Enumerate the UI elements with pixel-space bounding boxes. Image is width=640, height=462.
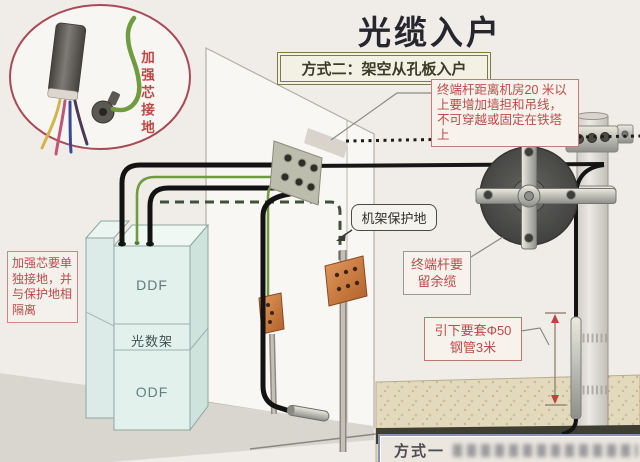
leader-spare-cable bbox=[470, 236, 504, 258]
steel-pipe-graphic bbox=[570, 316, 582, 420]
footer-method-label: 方式一 bbox=[394, 442, 446, 460]
footer-method-box: 方式一 bbox=[378, 434, 640, 462]
indoor-drop-cable bbox=[260, 191, 296, 415]
note-core-grounding: 加强芯要单独接地，并与保护地相隔离 bbox=[7, 251, 78, 323]
fiber-cable-b bbox=[147, 185, 299, 247]
rack-ground-dashed-wire bbox=[160, 200, 342, 260]
leader-rack-ground bbox=[336, 229, 353, 241]
floor-pipe-sleeve bbox=[286, 404, 330, 422]
cable-reel bbox=[475, 142, 617, 250]
fiber-cable-a bbox=[119, 162, 299, 247]
inset-label-core-ground: 加强芯接地 bbox=[139, 50, 154, 138]
inset-circle bbox=[9, 4, 191, 156]
ground-wire-inset bbox=[110, 15, 142, 113]
cabinet-label-ddf: DDF bbox=[136, 277, 168, 293]
hole-plate bbox=[269, 140, 323, 206]
subtitle-text: 方式二：架空从孔板入户 bbox=[280, 55, 488, 82]
core-wires bbox=[40, 98, 89, 156]
pipe-cable-into-trench bbox=[561, 418, 578, 436]
dimension-arrow-3m bbox=[545, 312, 566, 406]
page-title: 光缆入户 bbox=[358, 14, 502, 51]
cable-end-cylinder bbox=[47, 22, 87, 101]
note-steel-pipe: 引下要套Φ50钢管3米 bbox=[424, 317, 522, 361]
leader-steel-pipe bbox=[520, 327, 550, 346]
grounding-clamp bbox=[91, 91, 120, 124]
baseboard-line bbox=[249, 433, 377, 450]
wall-highlight-patch bbox=[304, 128, 348, 158]
ground-wire-green bbox=[135, 175, 292, 242]
grounding-busbar-wall bbox=[324, 250, 368, 452]
label-rack-protective-ground: 机架保护地 bbox=[351, 204, 437, 231]
cabinet-label-optical-rack: 光数架 bbox=[130, 334, 173, 349]
footer-blurred-text bbox=[453, 443, 639, 457]
cabinet-label-odf: ODF bbox=[135, 384, 169, 400]
note-terminal-pole: 终端杆距离机房20 米以上要增加墙担和吊线，不可穿越或固定在铁塔上 bbox=[431, 79, 579, 147]
wall-pane bbox=[205, 47, 375, 429]
note-spare-cable: 终端杆要留余缆 bbox=[403, 251, 471, 295]
utility-pole bbox=[576, 112, 609, 430]
leader-terminal-note bbox=[330, 92, 431, 141]
